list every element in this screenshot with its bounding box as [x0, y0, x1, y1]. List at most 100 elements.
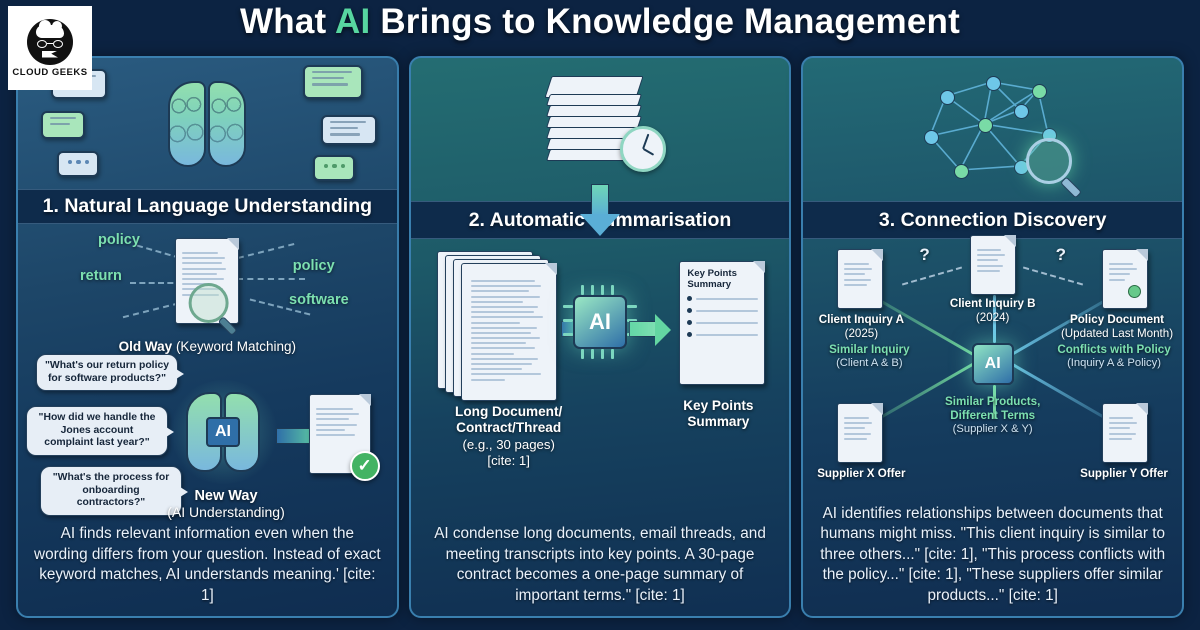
new-way-label-rest: (AI Understanding) — [167, 504, 285, 521]
relation-label-similar-inquiry: Similar Inquiry (Client A & B) — [807, 343, 931, 370]
target-summary-label: Key Points Summary — [653, 398, 783, 431]
doc-label-sub: (2024) — [975, 310, 1010, 324]
check-icon: ✓ — [349, 451, 380, 482]
clock-icon — [620, 125, 666, 172]
panel-caption: AI identifies relationships between docu… — [820, 504, 1166, 604]
document-label-policy-document: Policy Document (Updated Last Month) — [1052, 313, 1182, 341]
source-label-line4: [cite: 1] — [487, 452, 530, 468]
document-icon-policy-document — [1102, 249, 1149, 309]
chat-bubble-typing-icon — [57, 150, 100, 177]
keyword-label: policy — [292, 258, 335, 275]
flow-arrow-icon — [628, 314, 671, 346]
doc-label-title: Client Inquiry A — [818, 313, 904, 326]
ai-chip-label: AI — [206, 417, 240, 448]
doc-label-title: Client Inquiry B — [949, 297, 1036, 310]
target-label-line1: Key Points — [683, 397, 754, 413]
graph-node — [977, 117, 993, 133]
graph-node — [985, 75, 1001, 91]
doc-label-sub: (2025) — [844, 326, 879, 340]
hero-paper-stack-with-clock — [411, 58, 790, 236]
document-label-client-inquiry-a: Client Inquiry A (2025) — [811, 313, 911, 341]
graph-node — [923, 129, 939, 145]
graph-node — [953, 163, 969, 179]
network-graph-icon — [888, 68, 1098, 192]
source-label-line3: (e.g., 30 pages) — [462, 436, 555, 452]
brain-icon — [168, 80, 247, 167]
document-icon-supplier-x-offer — [837, 403, 884, 463]
keyword-label: policy — [98, 232, 140, 249]
doc-label-title: Supplier X Offer — [817, 467, 906, 480]
doc-label-title: Policy Document — [1069, 313, 1165, 326]
question-bubble: "How did we handle the Jones account com… — [26, 406, 174, 456]
panel-caption: AI finds relevant information even when … — [34, 525, 381, 604]
summary-doc-title-line1: Key Points — [687, 268, 737, 279]
panel-automatic-summarisation: 2. Automatic Summarisation — [408, 56, 792, 618]
key-points-summary-document-icon: Key Points Summary — [679, 261, 766, 385]
brain-icon: AI — [186, 392, 260, 473]
panel-heading: 3. Connection Discovery — [803, 201, 1183, 239]
old-way-keyword-matching-diagram: policy return policy software Old Way (K… — [18, 230, 397, 354]
page-title-before: What — [240, 2, 335, 41]
document-icon-client-inquiry-b — [969, 235, 1016, 295]
relation-label-title: Similar Inquiry — [829, 343, 910, 356]
document-label-client-inquiry-b: Client Inquiry B (2024) — [939, 297, 1047, 325]
hero-network-graph-with-magnifier — [803, 58, 1182, 201]
page-title: What AI Brings to Knowledge Management — [0, 2, 1200, 42]
document-with-magnifier-icon — [175, 238, 240, 325]
panel-natural-language-understanding: 1. Natural Language Understanding policy… — [16, 56, 399, 618]
relation-label-detail: (Client A & B) — [836, 356, 903, 369]
panel-heading: 1. Natural Language Understanding — [18, 189, 397, 225]
paper-stack-icon — [540, 74, 666, 236]
chat-bubble-icon — [321, 114, 378, 145]
source-label-line1: Long Document/ — [455, 403, 563, 419]
relation-label-detail: (Inquiry A & Policy) — [1067, 356, 1161, 369]
chat-bubble-icon — [41, 110, 86, 139]
graph-node — [939, 89, 955, 105]
document-label-supplier-x-offer: Supplier X Offer — [805, 467, 917, 481]
old-way-label: Old Way (Keyword Matching) — [18, 339, 397, 354]
question-mark-icon: ? — [919, 245, 930, 264]
summary-doc-title-line2: Summary — [687, 278, 732, 290]
cloud-geeks-avatar-icon — [27, 18, 73, 65]
relation-label-similar-products: Similar Products, Different Terms (Suppl… — [931, 395, 1055, 436]
brand-logo-text: CLOUD GEEKS — [12, 66, 88, 78]
document-icon-client-inquiry-a — [837, 249, 884, 309]
network-edges — [928, 80, 1049, 171]
target-label-line2: Summary — [687, 414, 750, 430]
page-title-after: Brings to Knowledge Management — [370, 2, 960, 41]
question-bubble: "What's the process for onboarding contr… — [40, 466, 188, 516]
panel-container: 1. Natural Language Understanding policy… — [16, 56, 1185, 618]
panel-connection-discovery: 3. Connection Discovery ? ? — [801, 56, 1185, 618]
down-arrow-icon — [580, 183, 620, 236]
question-bubble: "What's our return policy for software p… — [36, 354, 184, 392]
long-document-stack-icon — [436, 251, 559, 401]
magnifier-icon — [188, 283, 229, 324]
source-label-line2: Contract/Thread — [456, 420, 562, 436]
document-with-green-check-icon: ✓ — [308, 394, 380, 482]
ai-chip-label: AI — [573, 295, 627, 349]
relation-label-title2: Different Terms — [950, 408, 1036, 422]
chat-bubble-icon — [303, 64, 364, 99]
relation-label-detail: (Supplier X & Y) — [952, 422, 1033, 435]
document-label-supplier-y-offer: Supplier Y Offer — [1068, 467, 1180, 481]
question-mark-icon: ? — [1055, 245, 1067, 264]
panel-caption: AI condense long documents, email thread… — [434, 525, 766, 604]
new-way-label-bold: New Way — [194, 488, 258, 505]
relation-label-title: Conflicts with Policy — [1057, 343, 1171, 356]
chat-bubble-typing-icon — [313, 154, 356, 181]
graph-node — [1031, 83, 1047, 99]
connection-discovery-diagram: ? ? Client Inquiry A (2025) — [803, 235, 1182, 483]
old-way-label-rest: (Keyword Matching) — [172, 339, 296, 355]
relation-label-title: Similar Products, — [944, 395, 1041, 408]
new-way-ai-understanding-diagram: "What's our return policy for software p… — [18, 350, 397, 520]
doc-label-sub: (Updated Last Month) — [1060, 326, 1174, 340]
document-icon-supplier-y-offer — [1102, 403, 1149, 463]
brand-logo: CLOUD GEEKS — [8, 6, 92, 90]
old-way-label-bold: Old Way — [118, 339, 173, 355]
doc-label-title: Supplier Y Offer — [1080, 467, 1168, 480]
new-way-label: New Way (AI Understanding) — [146, 488, 306, 520]
keyword-label: return — [80, 268, 122, 285]
status-dot-icon — [1128, 285, 1142, 298]
magnifier-icon — [1025, 137, 1072, 184]
page-title-highlight: AI — [334, 2, 371, 41]
